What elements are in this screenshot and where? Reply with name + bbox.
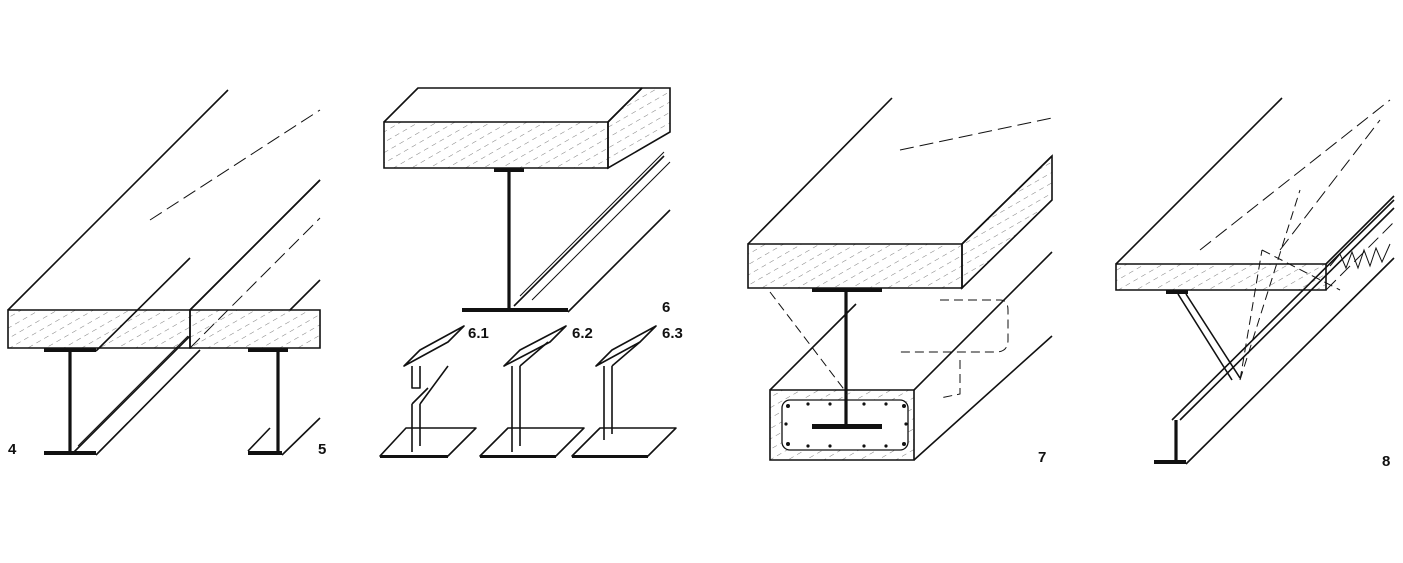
slab-4-front-face <box>7 309 191 349</box>
section-6-2-web <box>511 341 549 452</box>
slab-6-front-face <box>383 121 609 169</box>
bottom-chord-flange <box>1154 460 1186 464</box>
slab-7-front-face <box>747 243 963 289</box>
truss-hidden-diagonals <box>1239 189 1341 381</box>
figure-7-encased-beam <box>747 97 1053 461</box>
section-6-3-bottom-flange <box>571 427 677 457</box>
slab-8-front-face <box>1115 263 1327 291</box>
beam-4-length-lines <box>73 257 201 456</box>
beam-5-bottom-flange <box>248 451 282 455</box>
slab-7-side-face <box>961 154 1053 290</box>
label-fig-6: 6 <box>662 299 670 316</box>
tee-6-1-bottom-flange <box>379 427 477 457</box>
figure-6-2-section <box>479 325 585 458</box>
shear-connector-zigzag <box>1329 243 1391 270</box>
slab-7-hidden-edges <box>899 117 1053 289</box>
beam-5-top-flange <box>248 348 288 352</box>
slab-5-top-edges <box>189 179 321 311</box>
slab-7-top-edges <box>747 97 1053 245</box>
bottom-chord-length-lines <box>1171 199 1395 465</box>
label-fig-5: 5 <box>318 441 326 458</box>
figure-6-1-split-tee <box>379 325 477 458</box>
figure-4-slab-on-ibeam <box>7 89 321 456</box>
beam-4-top-flange <box>44 348 96 352</box>
section-6-2-bottom-flange <box>479 427 585 457</box>
figure-6-slab-on-ibeam <box>383 87 671 313</box>
tee-6-1-lower-stem <box>411 365 449 452</box>
beam-4-web-line <box>77 335 189 447</box>
label-fig-6-1: 6.1 <box>468 325 489 342</box>
figure-8-truss-beam <box>1115 97 1395 465</box>
figure-5-slab-on-cbeam <box>189 179 321 456</box>
beam-5-length-lines <box>247 417 321 456</box>
label-fig-4: 4 <box>8 441 17 458</box>
label-fig-7: 7 <box>1038 449 1046 466</box>
truss-top-chord <box>1166 290 1188 294</box>
stirrup-hidden-lines <box>769 291 1009 399</box>
tee-6-1-top-flange <box>403 325 465 367</box>
section-6-3-web <box>603 341 641 440</box>
slab-8-top-edges <box>1115 97 1395 265</box>
slab-5-front-face <box>189 309 321 349</box>
slab-6-top-edges <box>383 87 643 123</box>
tee-6-1-upper-stem <box>411 366 421 389</box>
beam-7-bottom-flange-encased <box>812 424 882 429</box>
slab-4-top-edges <box>7 89 321 311</box>
section-6-2-top-flange <box>503 325 567 367</box>
beam-6-length-lines <box>513 155 671 313</box>
rebar-dots <box>784 402 908 448</box>
truss-diagonal <box>1177 293 1241 381</box>
slab-8-hidden-edges <box>1199 99 1395 291</box>
beam-7-top-flange <box>812 288 882 292</box>
section-6-3-top-flange <box>595 325 657 367</box>
beam-4-bottom-flange <box>44 451 96 455</box>
label-fig-8: 8 <box>1382 453 1390 470</box>
section-6-2-bottom-edge <box>480 455 556 458</box>
beam-6-web-lines <box>519 151 671 301</box>
tee-6-1-bottom-edge <box>380 455 448 458</box>
casing-length-lines <box>769 251 1053 461</box>
figure-6-3-section <box>571 325 677 458</box>
beam-6-top-flange <box>494 168 524 172</box>
label-fig-6-2: 6.2 <box>572 325 593 342</box>
section-6-3-bottom-edge <box>572 455 648 458</box>
label-fig-6-3: 6.3 <box>662 325 683 342</box>
beam-6-bottom-flange <box>462 308 568 312</box>
